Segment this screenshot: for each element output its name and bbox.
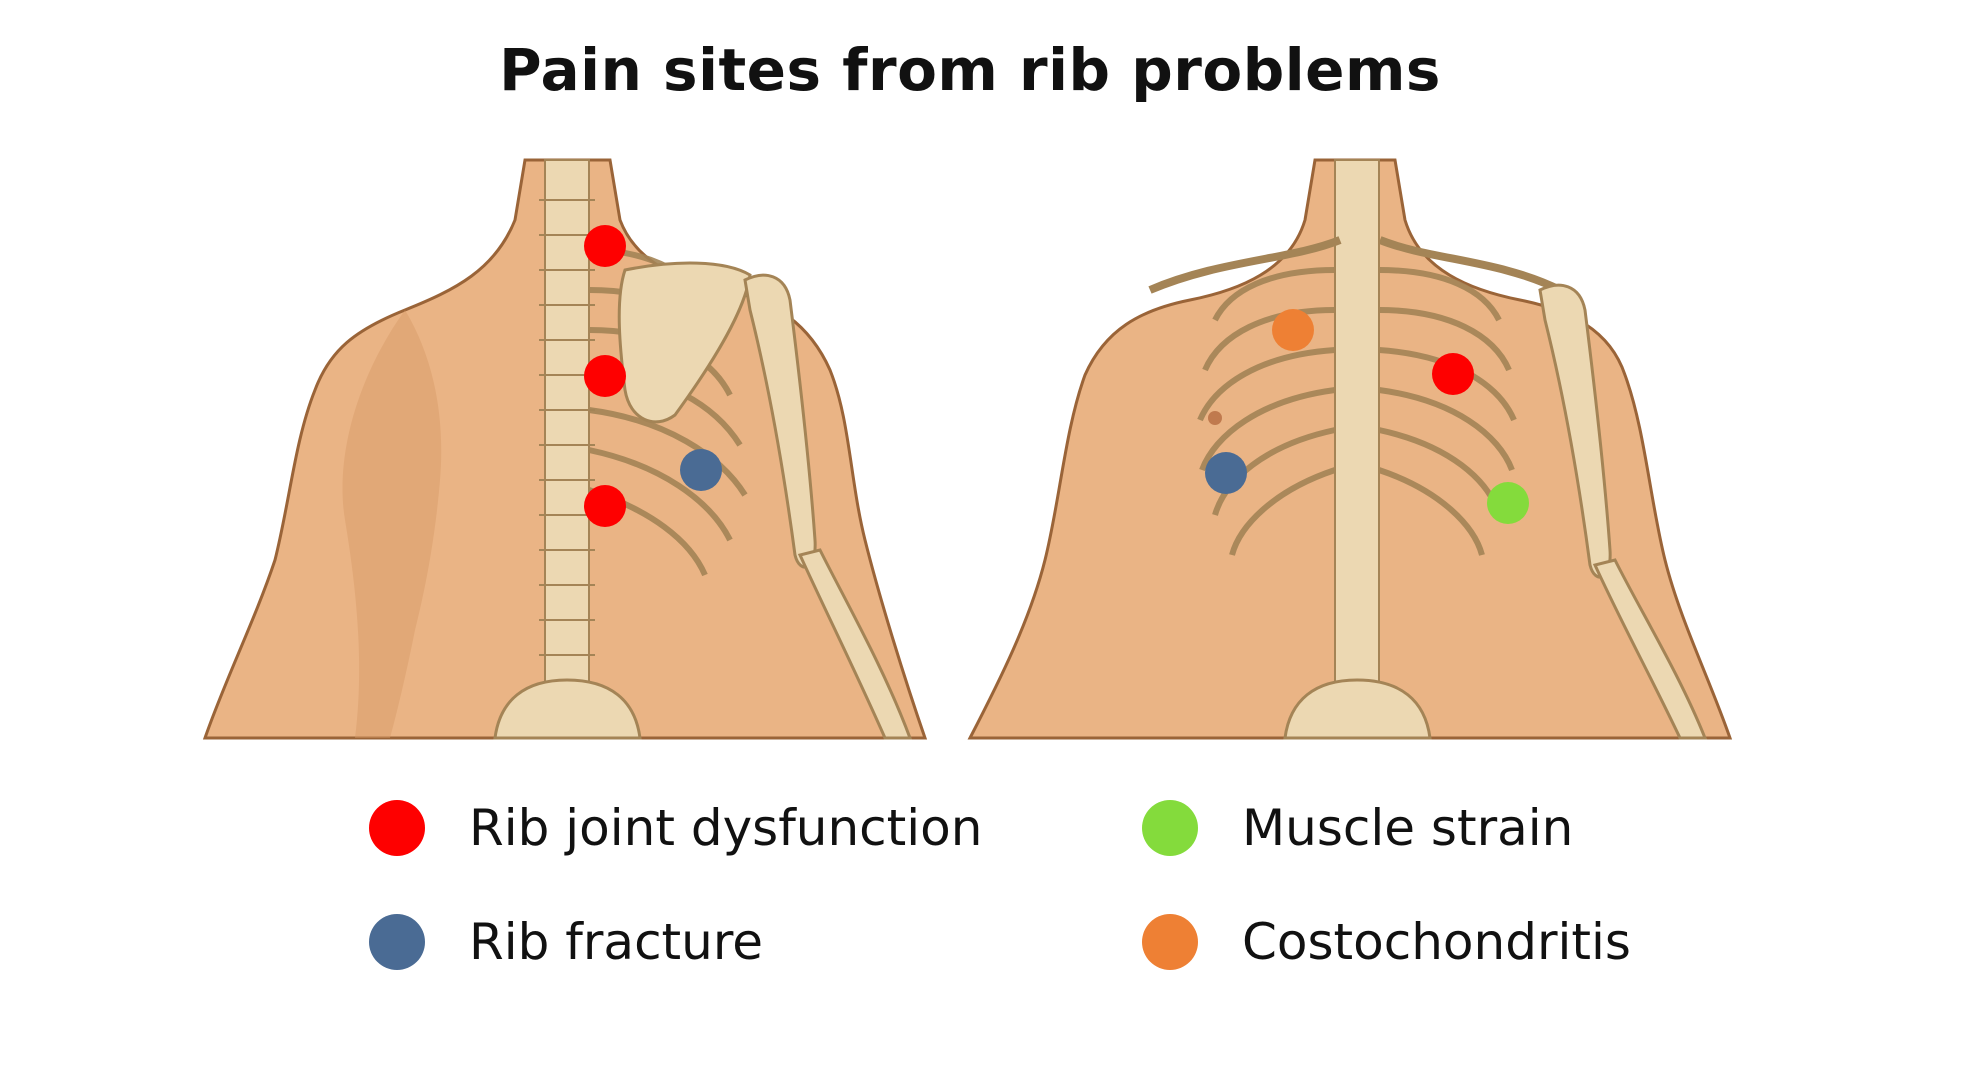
- marker-rib-fracture: [680, 449, 722, 491]
- marker-rib-joint-dysfunction: [584, 485, 626, 527]
- marker-rib-joint-dysfunction: [1432, 353, 1474, 395]
- front-forearm-bone: [1592, 558, 1708, 740]
- legend-label: Muscle strain: [1242, 799, 1574, 857]
- page-title: Pain sites from rib problems: [499, 36, 1441, 104]
- marker-rib-joint-dysfunction: [584, 355, 626, 397]
- back-spine: [544, 159, 590, 739]
- legend-dot-rib-fracture: [369, 914, 425, 970]
- back-humerus: [743, 273, 817, 569]
- back-shadow: [342, 310, 442, 738]
- marker-rib-fracture: [1205, 452, 1247, 494]
- legend-label: Rib fracture: [469, 913, 764, 971]
- front-view-illustration: [967, 158, 1733, 740]
- back-view-figure: [202, 158, 955, 740]
- marker-rib-joint-dysfunction: [584, 225, 626, 267]
- legend-label: Costochondritis: [1242, 913, 1631, 971]
- legend-dot-rib-joint-dysfunction: [369, 800, 425, 856]
- legend-label: Rib joint dysfunction: [469, 799, 983, 857]
- back-forearm-bone: [797, 548, 913, 740]
- front-view-figure: [967, 158, 1750, 740]
- front-humerus: [1538, 283, 1612, 579]
- back-scapula: [617, 261, 752, 424]
- front-clavicles: [1148, 236, 1562, 294]
- front-nipple: [1208, 411, 1222, 425]
- back-vertebrae: [539, 199, 595, 691]
- legend-dot-muscle-strain: [1142, 800, 1198, 856]
- front-ribs: [1197, 267, 1517, 556]
- front-spine: [1334, 159, 1380, 739]
- legend-dot-costochondritis: [1142, 914, 1198, 970]
- marker-costochondritis: [1272, 309, 1314, 351]
- back-pelvis: [493, 678, 642, 740]
- back-view-illustration: [202, 158, 928, 740]
- marker-muscle-strain: [1487, 482, 1529, 524]
- front-pelvis: [1283, 678, 1432, 740]
